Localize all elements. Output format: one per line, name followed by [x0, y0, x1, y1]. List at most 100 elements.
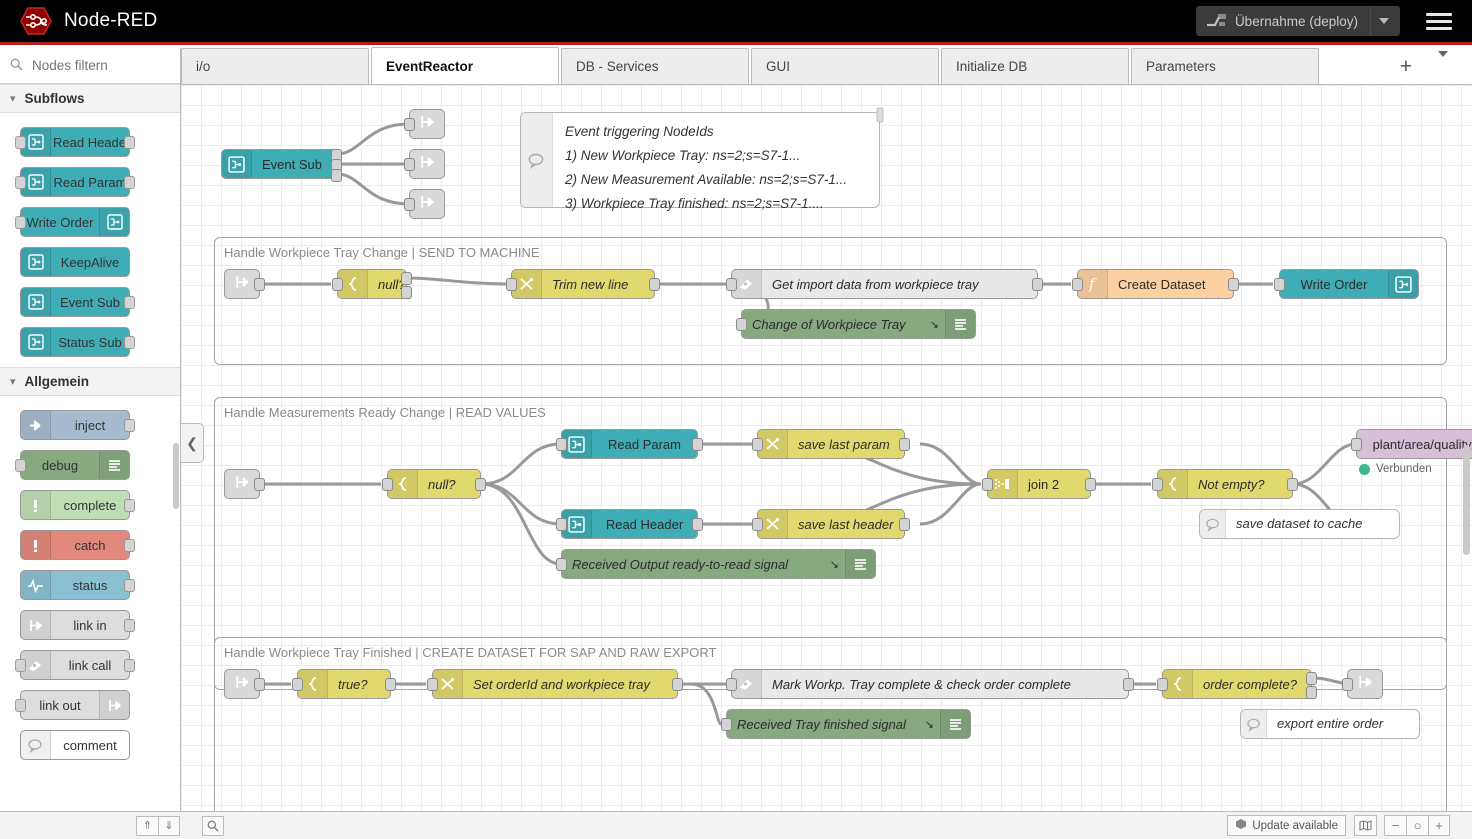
- flow-node-link-call-get-import-data[interactable]: Get import data from workpiece tray: [726, 269, 1043, 299]
- minus-icon[interactable]: −: [1384, 815, 1406, 836]
- palette-scrollbar[interactable]: [173, 443, 179, 509]
- circle-icon[interactable]: ○: [1406, 815, 1428, 836]
- palette-node-read-param[interactable]: Read Param: [15, 167, 135, 197]
- node-output-port[interactable]: [254, 478, 265, 491]
- flow-node-comment-save-dataset[interactable]: save dataset to cache: [1199, 509, 1400, 539]
- node-input-port[interactable]: [1342, 678, 1353, 691]
- flow-node-change-set-orderid[interactable]: Set orderId and workpiece tray: [427, 669, 683, 699]
- chevrons-down-icon[interactable]: ⇓: [158, 815, 180, 836]
- node-output-port[interactable]: [672, 678, 683, 691]
- node-output-port[interactable]: [401, 286, 412, 299]
- node-output-port[interactable]: [124, 136, 135, 149]
- node-input-port[interactable]: [404, 158, 415, 171]
- node-input-port[interactable]: [556, 558, 567, 571]
- node-output-port[interactable]: [692, 518, 703, 531]
- tab-i-o[interactable]: i/o: [181, 48, 369, 84]
- palette-node-event-sub[interactable]: Event Sub: [20, 287, 135, 317]
- node-input-port[interactable]: [726, 278, 737, 291]
- flow-node-switch-true[interactable]: true?: [292, 669, 396, 699]
- node-input-port[interactable]: [752, 518, 763, 531]
- node-input-port[interactable]: [736, 318, 747, 331]
- palette-node-debug[interactable]: debug: [15, 450, 130, 480]
- tab-initialize-db[interactable]: Initialize DB: [941, 48, 1129, 84]
- update-available-button[interactable]: Update available: [1227, 815, 1346, 836]
- node-input-port[interactable]: [556, 438, 567, 451]
- node-output-port[interactable]: [254, 278, 265, 291]
- tab-gui[interactable]: GUI: [751, 48, 939, 84]
- flow-node-link-in-g3[interactable]: [224, 669, 265, 699]
- flow-node-switch-order-complete[interactable]: order complete?: [1157, 669, 1317, 699]
- node-output-port[interactable]: [1228, 278, 1239, 291]
- palette-node-inject[interactable]: inject: [20, 410, 135, 440]
- node-input-port[interactable]: [15, 216, 26, 229]
- node-output-port[interactable]: [649, 278, 660, 291]
- palette-collapse-button[interactable]: ❮: [181, 423, 204, 463]
- map-icon[interactable]: [1354, 815, 1377, 836]
- flow-node-link-out-3[interactable]: [404, 189, 445, 219]
- plus-icon[interactable]: +: [1428, 815, 1450, 836]
- palette-node-comment[interactable]: comment: [20, 730, 130, 760]
- flow-node-link-out-g3[interactable]: [1342, 669, 1383, 699]
- node-input-port[interactable]: [1152, 478, 1163, 491]
- plus-icon[interactable]: +: [1399, 54, 1412, 78]
- flow-node-change-trim-new-line[interactable]: Trim new line: [506, 269, 660, 299]
- flow-node-debug-received-output-ready[interactable]: Received Output ready-to-read signal ↘: [556, 549, 876, 579]
- flow-node-switch-null[interactable]: null?: [332, 269, 412, 299]
- deploy-button[interactable]: Übernahme (deploy): [1195, 6, 1400, 36]
- search-input[interactable]: [30, 57, 160, 74]
- node-output-port[interactable]: [124, 176, 135, 189]
- node-output-port[interactable]: [124, 419, 135, 432]
- palette-node-complete[interactable]: complete: [20, 490, 135, 520]
- node-input-port[interactable]: [15, 459, 26, 472]
- palette-search[interactable]: [0, 48, 180, 84]
- flow-node-subflow-read-header[interactable]: Read Header: [556, 509, 703, 539]
- search-icon[interactable]: [202, 815, 224, 836]
- node-output-port[interactable]: [124, 579, 135, 592]
- node-output-port[interactable]: [124, 336, 135, 349]
- node-output-port[interactable]: [475, 478, 486, 491]
- node-input-port[interactable]: [1274, 278, 1285, 291]
- flow-node-link-out-1[interactable]: [404, 109, 445, 139]
- palette-node-keepalive[interactable]: KeepAlive: [20, 247, 130, 277]
- node-input-port[interactable]: [752, 438, 763, 451]
- node-output-port[interactable]: [124, 659, 135, 672]
- palette-node-link-call[interactable]: link call: [15, 650, 135, 680]
- node-input-port[interactable]: [332, 278, 343, 291]
- node-output-port[interactable]: [124, 539, 135, 552]
- flow-group-workpiece-tray-change[interactable]: [214, 237, 1447, 365]
- node-output-port[interactable]: [124, 296, 135, 309]
- node-input-port[interactable]: [404, 198, 415, 211]
- node-output-port[interactable]: [1032, 278, 1043, 291]
- tab-eventreactor[interactable]: EventReactor: [371, 47, 559, 84]
- node-input-port[interactable]: [982, 478, 993, 491]
- flow-node-subflow-write-order[interactable]: Write Order: [1274, 269, 1419, 299]
- flow-node-change-save-last-param[interactable]: save last param: [752, 429, 910, 459]
- flow-node-change-save-last-header[interactable]: save last header: [752, 509, 910, 539]
- palette-node-read-header[interactable]: Read Header: [15, 127, 135, 157]
- flow-node-join-2[interactable]: join 2: [982, 469, 1096, 499]
- flow-group-workpiece-tray-finished[interactable]: [214, 637, 1447, 811]
- node-input-port[interactable]: [721, 718, 732, 731]
- flow-node-link-call-mark-workp-tray[interactable]: Mark Workp. Tray complete & check order …: [726, 669, 1134, 699]
- node-input-port[interactable]: [404, 118, 415, 131]
- node-input-port[interactable]: [15, 136, 26, 149]
- node-output-port[interactable]: [331, 169, 342, 182]
- node-output-port[interactable]: [254, 678, 265, 691]
- palette-node-status[interactable]: status: [20, 570, 135, 600]
- node-input-port[interactable]: [382, 478, 393, 491]
- palette-node-link-in[interactable]: link in: [20, 610, 135, 640]
- chevrons-up-icon[interactable]: ⇑: [136, 815, 158, 836]
- hamburger-menu-icon[interactable]: [1416, 12, 1462, 30]
- node-input-port[interactable]: [427, 678, 438, 691]
- flow-node-mqtt-out-plant-raw[interactable]: plant/area/quality/1411005/raw: [1351, 429, 1472, 459]
- node-output-port[interactable]: [1306, 686, 1317, 699]
- palette-node-status-sub[interactable]: Status Sub: [20, 327, 135, 357]
- node-input-port[interactable]: [292, 678, 303, 691]
- flow-node-event-sub[interactable]: Event Sub: [221, 149, 342, 182]
- palette-node-write-order[interactable]: Write Order: [15, 207, 130, 237]
- node-output-port[interactable]: [899, 438, 910, 451]
- node-output-port[interactable]: [899, 518, 910, 531]
- flow-node-link-in-g2[interactable]: [224, 469, 265, 499]
- flow-node-switch-not-empty[interactable]: Not empty?: [1152, 469, 1298, 499]
- canvas-vertical-scrollbar[interactable]: [1463, 445, 1470, 555]
